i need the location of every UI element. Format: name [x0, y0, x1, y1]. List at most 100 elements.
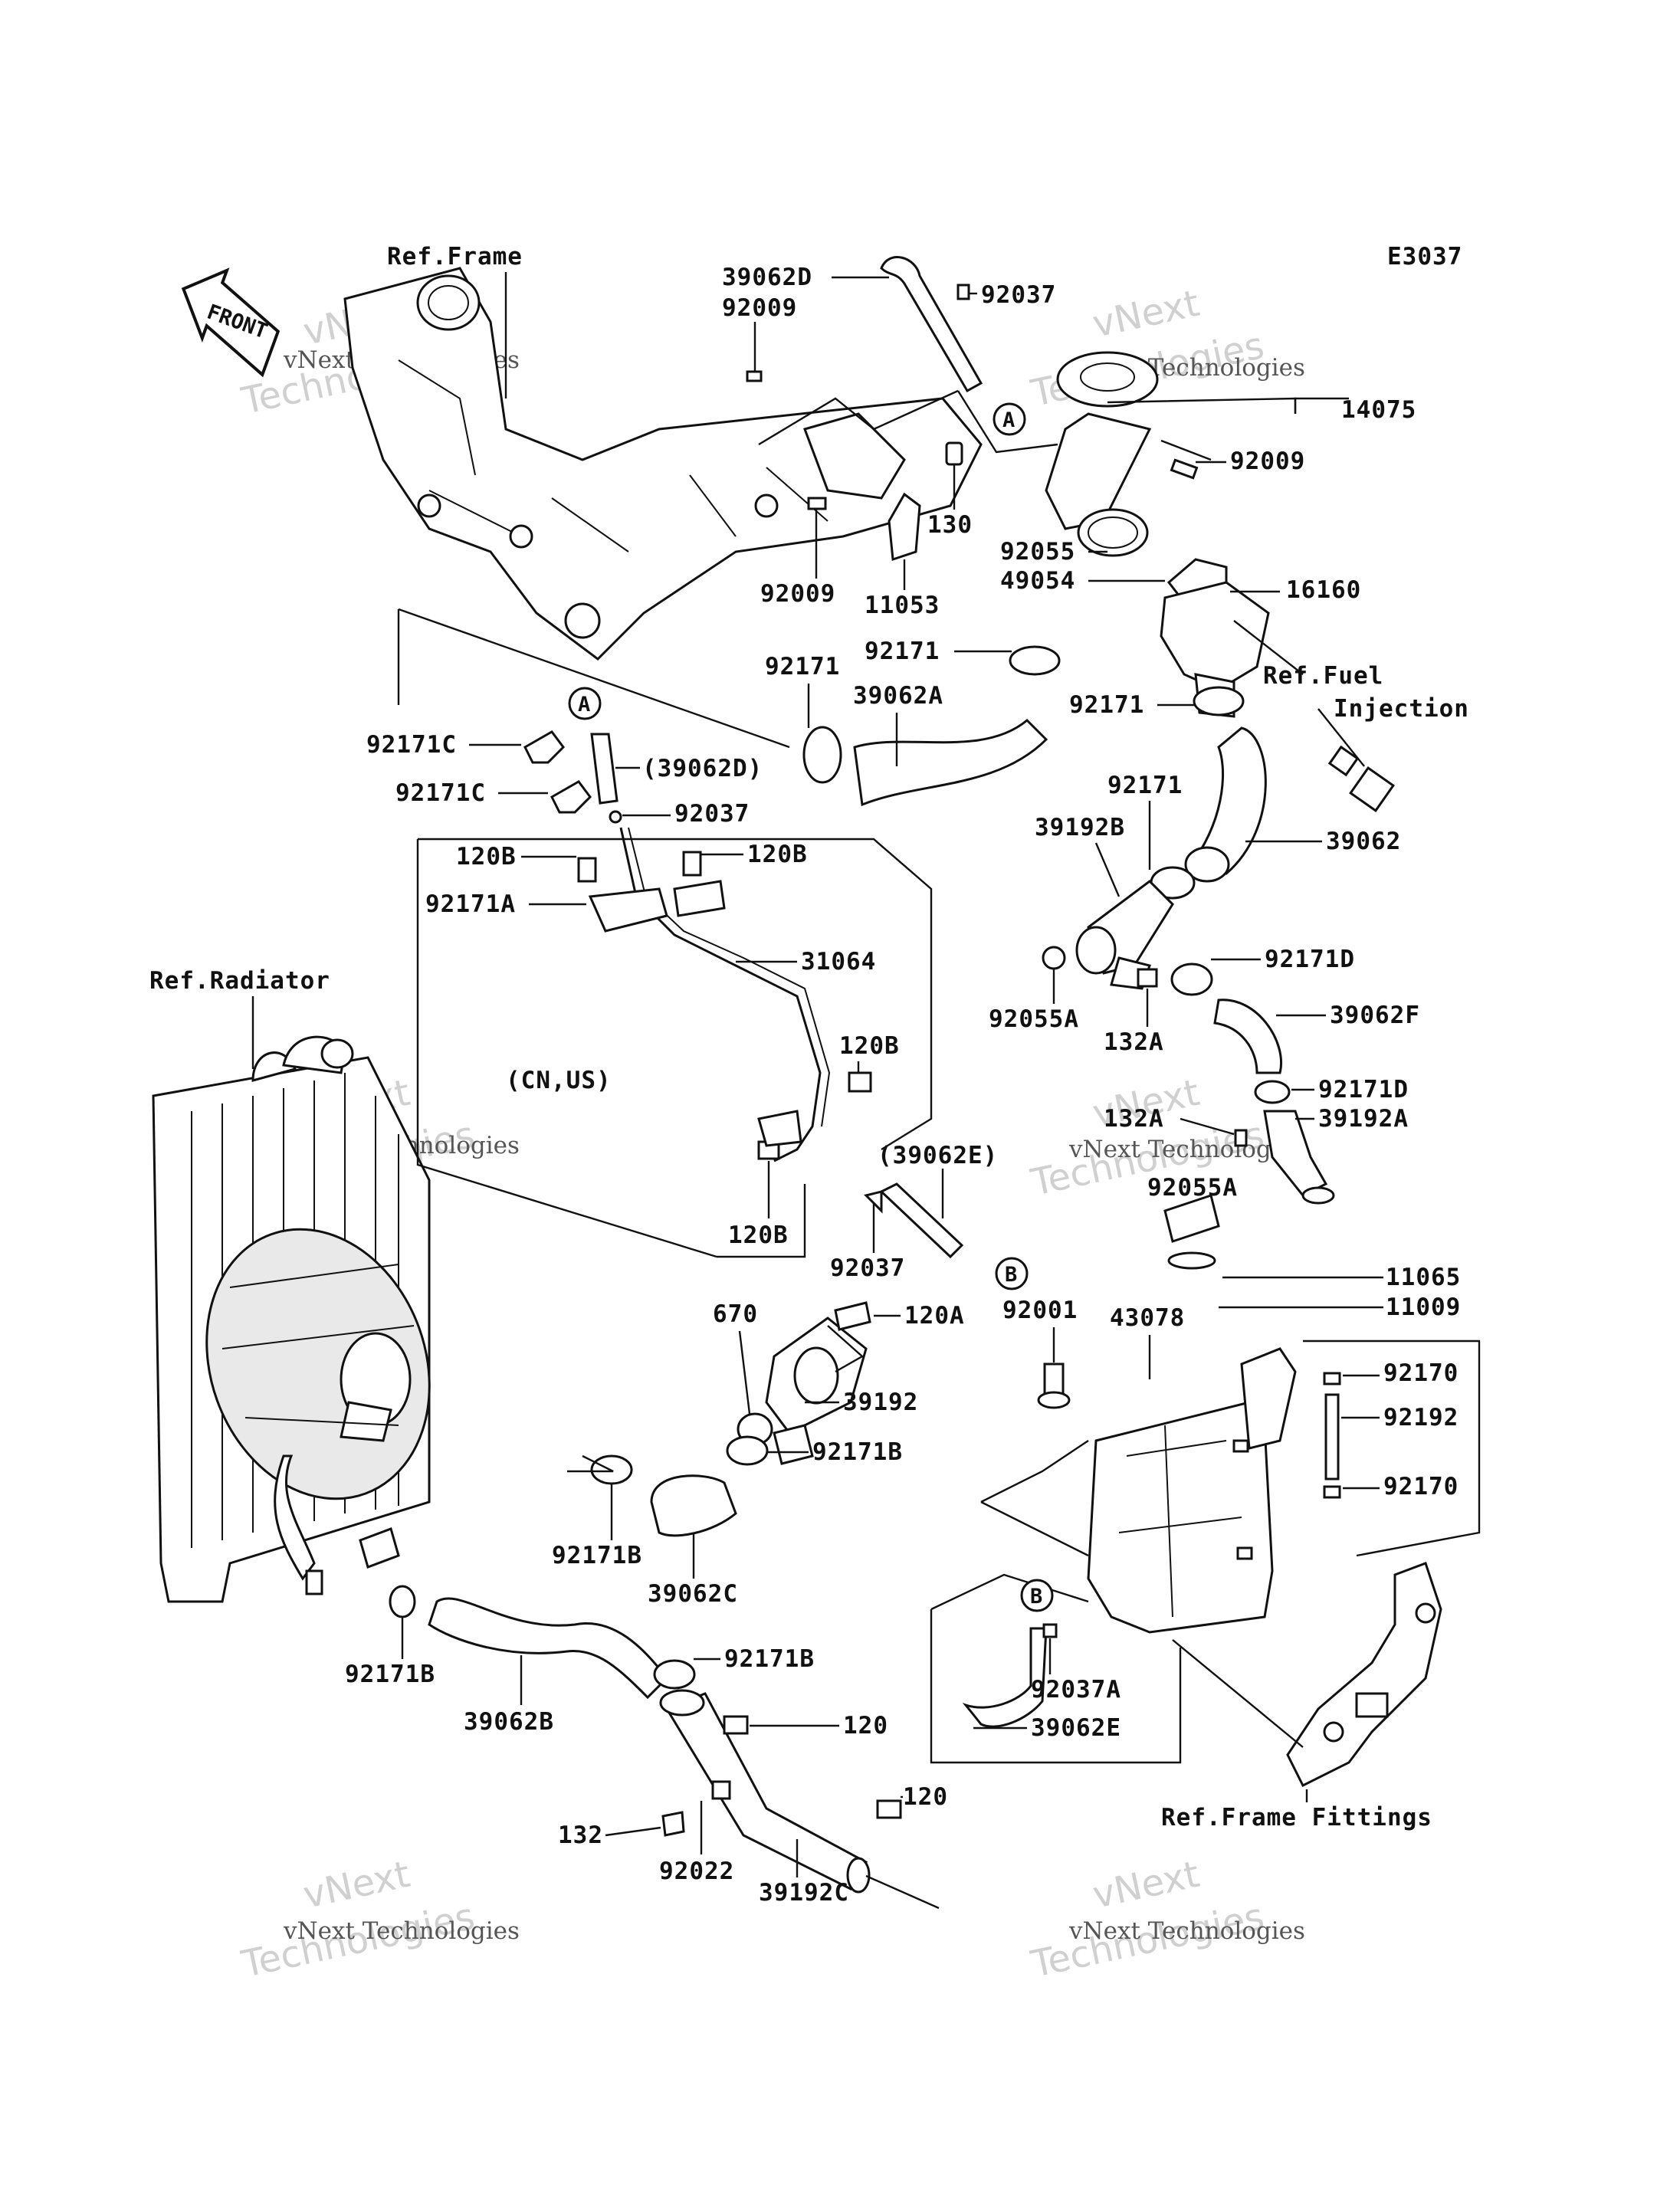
svg-text:92055A: 92055A	[989, 1005, 1079, 1033]
svg-text:B: B	[1030, 1585, 1042, 1608]
svg-text:120A: 120A	[904, 1302, 965, 1330]
bolt-120a	[834, 1301, 871, 1331]
callout-a-mid: A	[568, 687, 602, 720]
svg-text:39192B: 39192B	[1035, 814, 1125, 841]
clip-92171c-1	[523, 730, 565, 764]
svg-text:Ref.Fuel: Ref.Fuel	[1263, 662, 1383, 690]
pipe-31064	[577, 827, 872, 1162]
frame-assembly	[343, 267, 983, 661]
svg-text:39062: 39062	[1326, 828, 1401, 855]
frame-fittings-bracket	[1286, 1562, 1442, 1788]
fitting-39192b	[1042, 880, 1174, 990]
svg-text:39062C: 39062C	[648, 1580, 738, 1608]
clamp-92171-c	[802, 726, 842, 784]
svg-text:120: 120	[843, 1712, 888, 1740]
svg-text:92171: 92171	[1069, 691, 1144, 719]
svg-text:39062E: 39062E	[1031, 1714, 1121, 1742]
svg-text:92171B: 92171B	[724, 1645, 815, 1673]
svg-text:92192: 92192	[1383, 1404, 1459, 1431]
svg-text:92171B: 92171B	[552, 1542, 642, 1569]
reservoir-tank	[1037, 1194, 1297, 1634]
svg-text:39192: 39192	[843, 1389, 918, 1416]
svg-text:92171: 92171	[865, 638, 940, 665]
svg-text:92055A: 92055A	[1147, 1174, 1238, 1202]
temp-sensor	[1327, 745, 1395, 812]
svg-text:92055: 92055	[1000, 538, 1075, 566]
svg-text:132: 132	[558, 1822, 603, 1849]
callout-b-low: B	[1020, 1579, 1054, 1612]
svg-text:(39062E): (39062E)	[878, 1142, 998, 1169]
svg-text:120B: 120B	[728, 1221, 789, 1249]
clamp-92171d-2	[1254, 1080, 1291, 1104]
clamp-92037a	[1042, 1623, 1058, 1638]
clamp-92171d-1	[1170, 962, 1213, 996]
svg-text:92170: 92170	[1383, 1473, 1459, 1500]
svg-text:120: 120	[903, 1783, 948, 1811]
clamp-92171b-3	[389, 1585, 416, 1618]
svg-text:39062F: 39062F	[1330, 1002, 1420, 1029]
svg-text:14075: 14075	[1341, 396, 1416, 424]
svg-text:49054: 49054	[1000, 567, 1075, 595]
radiator-assembly	[152, 1035, 431, 1603]
svg-text:92037: 92037	[674, 800, 750, 828]
svg-text:92171A: 92171A	[425, 890, 516, 918]
svg-text:92171C: 92171C	[395, 779, 486, 807]
svg-text:92171: 92171	[1107, 772, 1183, 799]
svg-text:39062D: 39062D	[722, 264, 812, 291]
svg-text:31064: 31064	[801, 948, 876, 976]
breather-assembly	[1323, 1372, 1341, 1499]
svg-text:A: A	[578, 693, 590, 716]
svg-text:39192A: 39192A	[1318, 1105, 1409, 1133]
hose-39062c	[650, 1474, 737, 1537]
svg-text:39192C: 39192C	[759, 1879, 849, 1907]
clamp-92171b-1	[726, 1435, 769, 1466]
oring-92055a-2	[1301, 1186, 1335, 1205]
cap-11065	[1163, 1194, 1220, 1243]
svg-text:Ref.Frame Fittings: Ref.Frame Fittings	[1161, 1804, 1432, 1831]
hose-39062f	[1213, 998, 1282, 1074]
svg-text:670: 670	[713, 1300, 758, 1328]
clamp-92037-top	[956, 284, 970, 300]
hose-39062d	[880, 256, 983, 393]
part-labels: 39062D 92037 92009 14075 92009 130 92055…	[345, 264, 1469, 1907]
leader-lines	[397, 389, 1481, 1764]
svg-text:92037A: 92037A	[1031, 1676, 1121, 1703]
hose-39062a	[853, 718, 1048, 807]
thermostat-housing	[1045, 351, 1270, 718]
svg-text:120B: 120B	[839, 1032, 900, 1060]
bracket-11053	[746, 370, 963, 562]
svg-text:16160: 16160	[1286, 576, 1361, 604]
gasket-11009	[1167, 1251, 1216, 1270]
svg-text:92009: 92009	[760, 580, 835, 608]
svg-text:120B: 120B	[456, 843, 517, 871]
callout-a-top: A	[993, 402, 1026, 436]
svg-text:A: A	[1002, 408, 1015, 432]
svg-text:(39062D): (39062D)	[642, 755, 763, 782]
svg-text:92171D: 92171D	[1318, 1076, 1409, 1103]
ref-radiator-label: Ref.Radiator	[149, 967, 330, 995]
clamp-92171b-4	[653, 1659, 696, 1690]
svg-text:Injection: Injection	[1334, 695, 1469, 723]
hose-39062e-reservoir	[962, 1627, 1048, 1728]
svg-text:130: 130	[927, 511, 973, 539]
svg-text:B: B	[1005, 1263, 1017, 1287]
fitting-39192a	[1263, 1110, 1328, 1197]
svg-text:132A: 132A	[1104, 1028, 1164, 1056]
clamp-92037-mid	[609, 810, 622, 824]
clamp-92171-b	[1193, 686, 1245, 716]
svg-text:39062B: 39062B	[464, 1708, 554, 1736]
svg-text:11053: 11053	[865, 592, 940, 619]
svg-text:92037: 92037	[830, 1254, 905, 1282]
svg-text:92170: 92170	[1383, 1359, 1459, 1387]
svg-text:39062A: 39062A	[853, 682, 943, 710]
svg-text:92171C: 92171C	[366, 731, 457, 759]
bolt-132a-2	[1234, 1129, 1248, 1147]
clip-92171c-2	[550, 780, 592, 814]
clamp-92171-a	[1009, 645, 1061, 676]
svg-text:43078: 43078	[1110, 1304, 1185, 1332]
callout-b-mid: B	[995, 1257, 1029, 1290]
ref-frame-label: Ref.Frame	[387, 243, 523, 271]
svg-text:vNext Technologies: vNext Technologies	[1068, 1136, 1305, 1163]
svg-text:92022: 92022	[659, 1858, 734, 1885]
